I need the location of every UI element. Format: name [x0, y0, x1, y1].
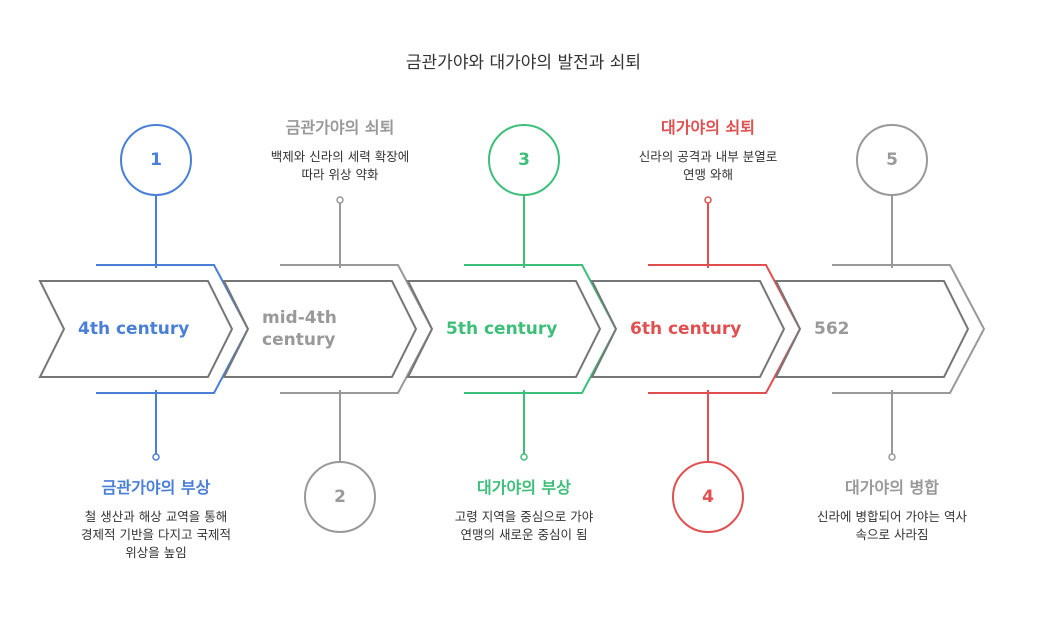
stage-3-dot [520, 453, 528, 461]
stage-1-number: 1 [150, 150, 162, 170]
stage-3-period: 5th century [446, 319, 558, 339]
stage-1-heading: 금관가야의 부상 [101, 478, 211, 497]
stage-5-period: 562 [814, 319, 850, 339]
stage-2-period: mid-4th century [262, 308, 337, 350]
stage-4-label: 대가야의 쇠퇴 신라의 공격과 내부 분열로 연맹 와해 [633, 114, 783, 184]
stage-5-heading: 대가야의 병합 [845, 478, 939, 497]
stage-1-front-chevron [38, 280, 234, 378]
stage-4-front-chevron [590, 280, 786, 378]
stage-2-description: 백제와 신라의 세력 확장에 따라 위상 약화 [270, 149, 410, 182]
diagram-title: 금관가야와 대가야의 발전과 쇠퇴 [405, 53, 642, 73]
stage-1-label: 금관가야의 부상 철 생산과 해상 교역을 통해 경제적 기반을 다지고 국제적… [81, 474, 231, 562]
stage-2-dot [336, 196, 344, 204]
stage-3-front-chevron [406, 280, 602, 378]
stage-4-period: 6th century [630, 319, 742, 339]
stage-3-label: 대가야의 부상 고령 지역을 중심으로 가야 연맹의 새로운 중심이 됨 [449, 474, 599, 544]
stage-3-number: 3 [518, 150, 530, 170]
stage-5-front-chevron [774, 280, 970, 378]
stage-5-description: 신라에 병합되어 가야는 역사 속으로 사라짐 [817, 509, 967, 542]
stage-1-dot [152, 453, 160, 461]
stage-4-dot [704, 196, 712, 204]
stage-1-period: 4th century [78, 319, 190, 339]
stage-2-number: 2 [334, 487, 346, 507]
stage-3-heading: 대가야의 부상 [477, 478, 571, 497]
stage-1-description: 철 생산과 해상 교역을 통해 경제적 기반을 다지고 국제적 위상을 높임 [81, 509, 231, 560]
stage-2-front-chevron [222, 280, 418, 378]
stage-5-dot [888, 453, 896, 461]
stage-2-heading: 금관가야의 쇠퇴 [285, 118, 395, 137]
stage-2-label: 금관가야의 쇠퇴 백제와 신라의 세력 확장에 따라 위상 약화 [265, 114, 415, 184]
stage-4-heading: 대가야의 쇠퇴 [661, 118, 755, 137]
stage-4-description: 신라의 공격과 내부 분열로 연맹 와해 [638, 149, 778, 182]
stage-3-description: 고령 지역을 중심으로 가야 연맹의 새로운 중심이 됨 [454, 509, 594, 542]
stage-5-number: 5 [886, 150, 898, 170]
stage-5-back-chevron [832, 264, 986, 394]
stage-5-label: 대가야의 병합 신라에 병합되어 가야는 역사 속으로 사라짐 [817, 474, 967, 544]
stage-4-number: 4 [702, 487, 714, 507]
